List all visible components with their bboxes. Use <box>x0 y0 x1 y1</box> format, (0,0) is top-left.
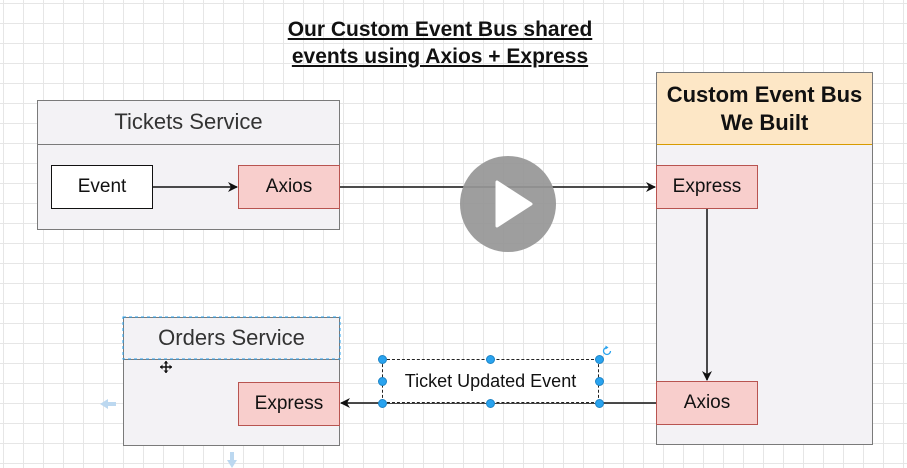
ticket-updated-event-label: Ticket Updated Event <box>404 370 577 391</box>
event-bus-title-line-1: Custom Event Bus <box>666 81 863 107</box>
event-bus-express-label: Express <box>672 176 742 197</box>
event-node[interactable]: Event <box>51 165 153 209</box>
play-button[interactable] <box>460 156 556 252</box>
down-arrow-icon[interactable] <box>227 452 237 468</box>
selection-handle-top-middle[interactable] <box>486 355 495 364</box>
selection-handle-top-right[interactable] <box>595 355 604 364</box>
play-icon <box>495 180 533 228</box>
event-bus-title-line-2: We Built <box>720 109 809 135</box>
selection-handle-middle-right[interactable] <box>595 377 604 386</box>
diagram-title: Our Custom Event Bus shared events using… <box>0 16 880 70</box>
event-bus-axios-node[interactable]: Axios <box>656 381 758 425</box>
selection-handle-top-left[interactable] <box>378 355 387 364</box>
move-cursor-icon <box>160 361 172 373</box>
tickets-service-header: Tickets Service <box>38 101 339 145</box>
left-arrow-icon[interactable] <box>100 399 116 409</box>
event-bus-box[interactable]: Custom Event Bus We Built <box>656 72 873 445</box>
title-line-2: events using Axios + Express <box>291 45 589 68</box>
selection-handle-bottom-middle[interactable] <box>486 399 495 408</box>
ticket-updated-event-label-box[interactable]: Ticket Updated Event <box>382 359 599 403</box>
selection-handle-bottom-right[interactable] <box>595 399 604 408</box>
event-bus-express-node[interactable]: Express <box>656 165 758 209</box>
event-bus-header: Custom Event Bus We Built <box>657 73 872 145</box>
orders-selection-outline <box>122 316 341 360</box>
event-node-label: Event <box>77 176 127 197</box>
tickets-axios-node[interactable]: Axios <box>238 165 340 209</box>
rotate-handle-icon[interactable] <box>602 345 612 356</box>
title-line-1: Our Custom Event Bus shared <box>287 18 593 41</box>
orders-service-label: Orders Service <box>158 325 305 350</box>
selection-handle-bottom-left[interactable] <box>378 399 387 408</box>
orders-express-label: Express <box>254 393 324 414</box>
orders-express-node[interactable]: Express <box>238 382 340 426</box>
event-bus-axios-label: Axios <box>683 392 731 413</box>
tickets-axios-label: Axios <box>265 176 313 197</box>
selection-handle-middle-left[interactable] <box>378 377 387 386</box>
tickets-service-label: Tickets Service <box>114 109 263 134</box>
